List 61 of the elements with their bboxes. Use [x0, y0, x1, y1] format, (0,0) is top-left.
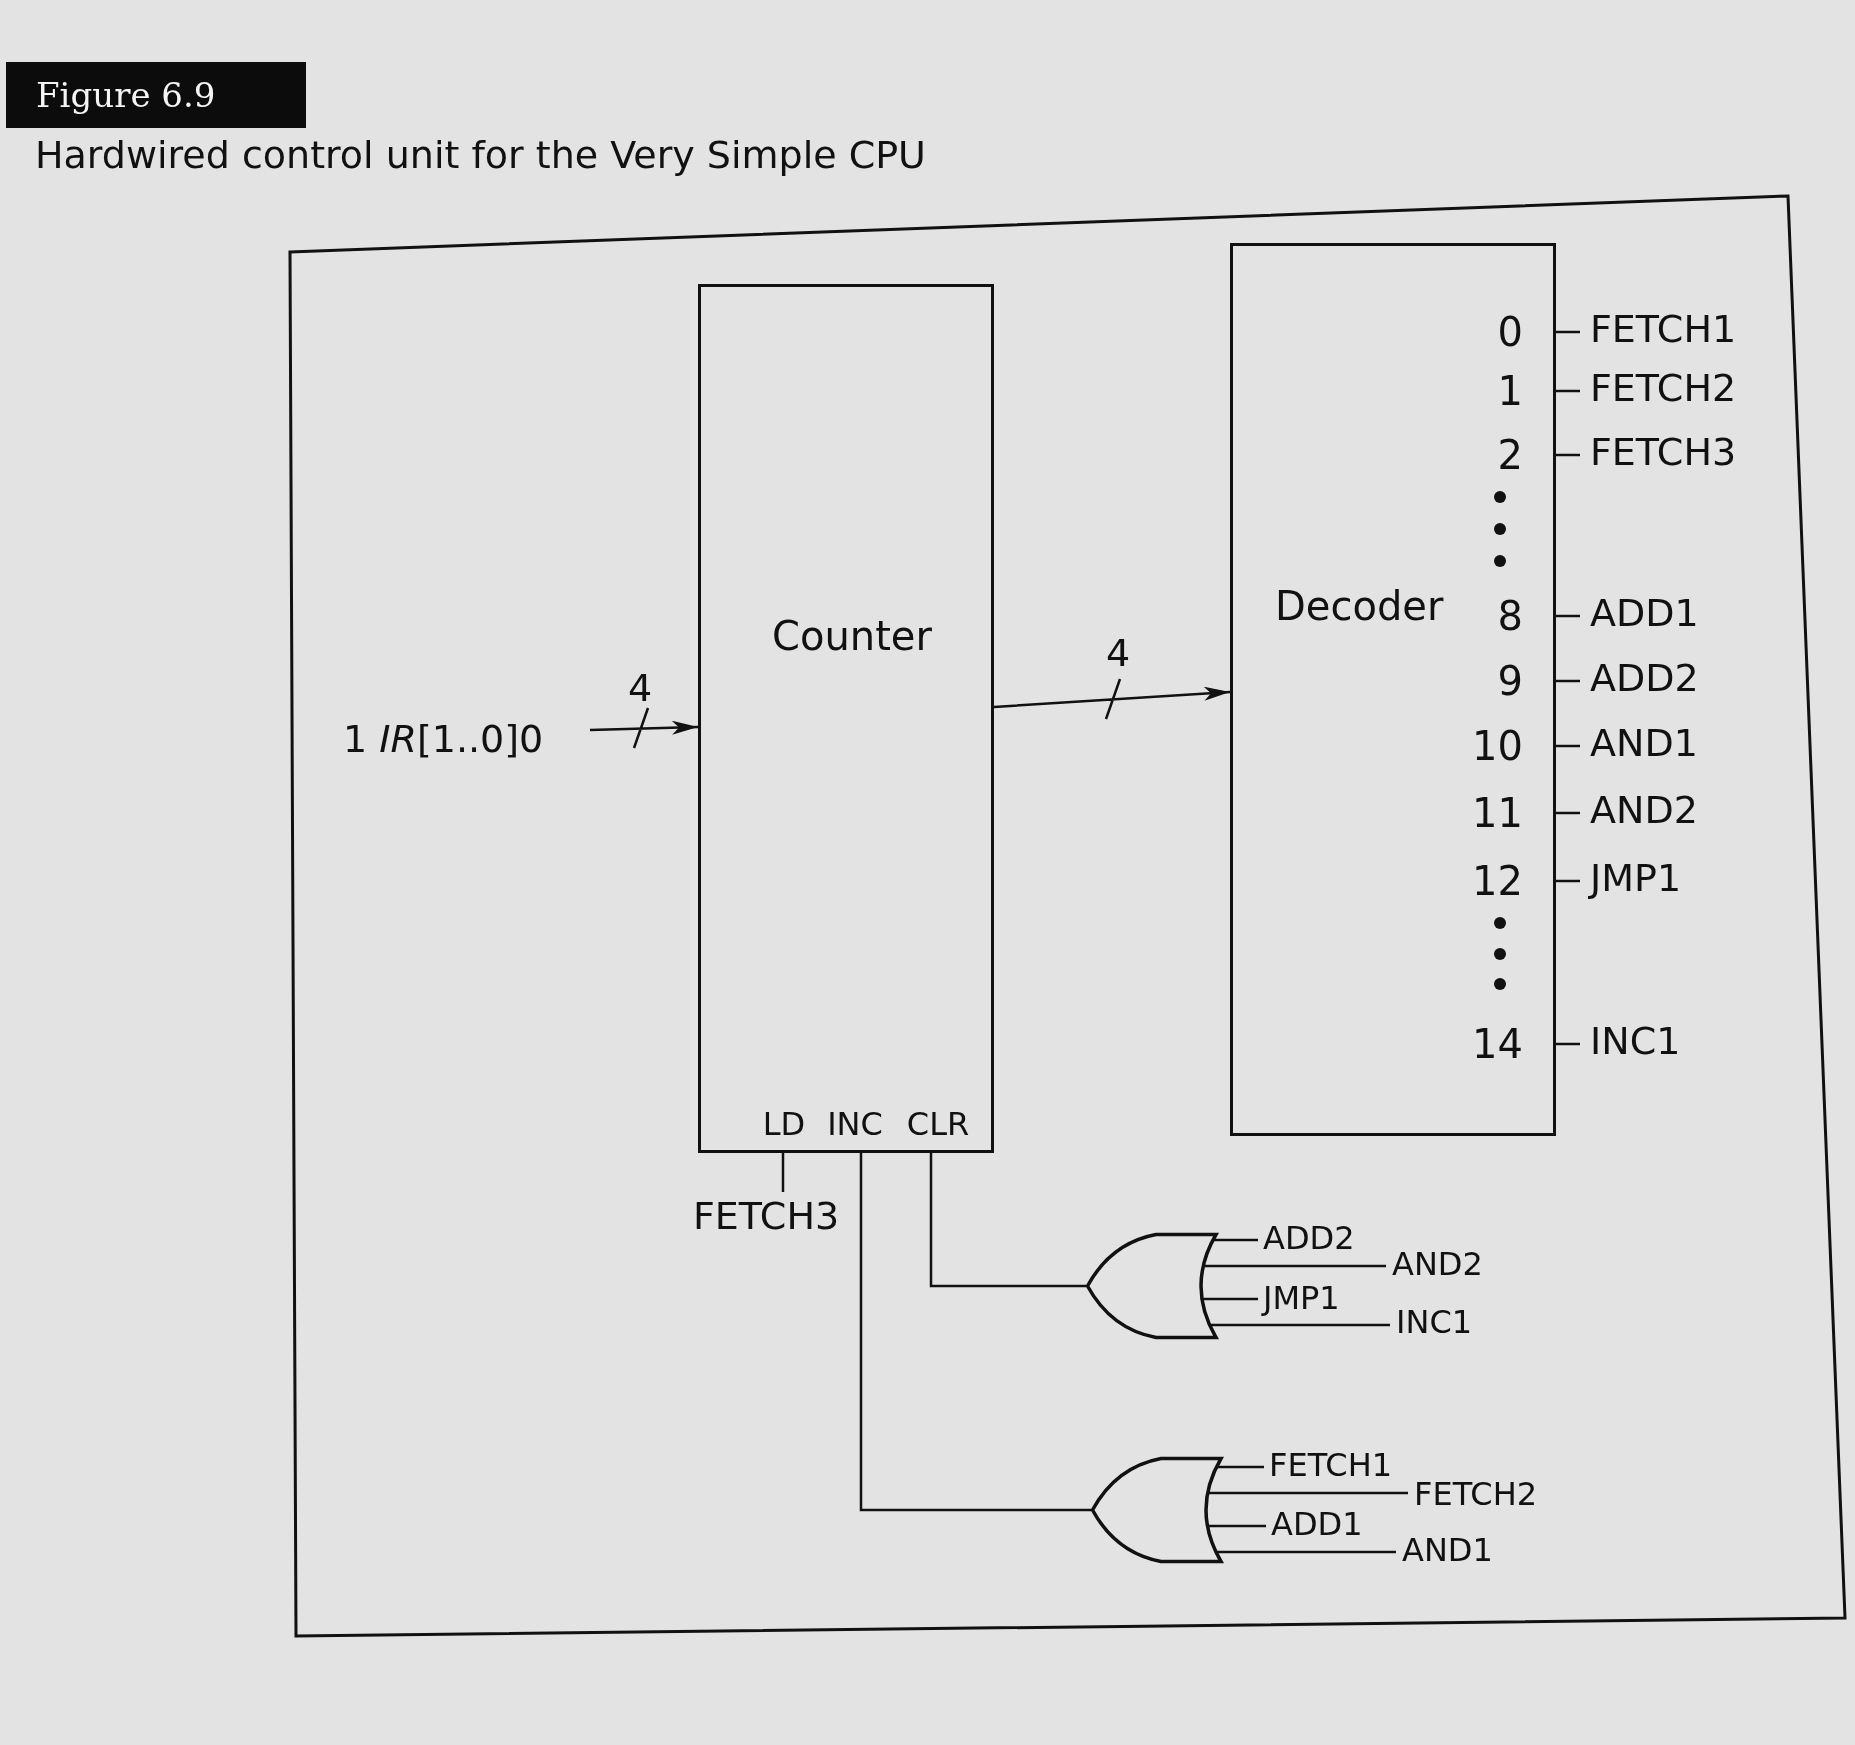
wire	[1556, 389, 1580, 393]
signal-label: AND1	[1402, 1534, 1493, 1566]
wire	[1207, 1491, 1408, 1495]
wire	[1556, 679, 1580, 683]
wire	[1556, 330, 1580, 334]
signal-label: ADD1	[1590, 594, 1699, 632]
signal-label: INC1	[1396, 1306, 1473, 1338]
wire	[1556, 879, 1580, 883]
block-label: Counter	[772, 616, 932, 656]
signal-label: 1 IR[1..0]0	[343, 720, 544, 758]
output-number: 12	[1472, 861, 1523, 901]
port-label: LD	[762, 1108, 806, 1140]
bus-arrow	[992, 677, 1232, 721]
wire	[1556, 453, 1580, 457]
signal-label: FETCH1	[1590, 310, 1737, 348]
wire	[1203, 1264, 1386, 1268]
wire	[1216, 1465, 1264, 1469]
figure-tag: Figure 6.9	[6, 62, 306, 128]
signal-label: ADD2	[1590, 659, 1699, 697]
wire	[1212, 1238, 1258, 1242]
wire	[859, 1153, 1091, 1512]
wire	[929, 1153, 1086, 1288]
signal-label: INC1	[1590, 1022, 1681, 1060]
port-label: CLR	[906, 1108, 970, 1140]
signal-label: AND2	[1590, 791, 1698, 829]
wire	[1207, 1524, 1266, 1528]
wire	[1556, 614, 1580, 618]
output-number: 9	[1497, 661, 1523, 701]
output-number: 10	[1472, 726, 1523, 766]
block-label: Decoder	[1275, 586, 1444, 626]
signal-label: ADD2	[1263, 1222, 1355, 1254]
signal-label: AND2	[1392, 1248, 1483, 1280]
output-number: 1	[1497, 371, 1523, 411]
wire	[1556, 744, 1580, 748]
figure-caption: Hardwired control unit for the Very Simple CPU	[35, 136, 926, 174]
wire	[1209, 1323, 1390, 1327]
output-number: 0	[1497, 312, 1523, 352]
signal-label: JMP1	[1590, 859, 1682, 897]
decoder-box	[1230, 243, 1556, 1136]
output-number: 8	[1497, 596, 1523, 636]
output-number: 2	[1497, 435, 1523, 475]
edge-label: 4	[1105, 634, 1131, 672]
signal-label: AND1	[1590, 724, 1698, 762]
signal-label: ADD1	[1271, 1508, 1363, 1540]
wire	[1216, 1550, 1396, 1554]
counter-box	[698, 284, 994, 1153]
wire	[781, 1153, 785, 1192]
signal-label: JMP1	[1263, 1282, 1340, 1314]
signal-label: FETCH3	[693, 1197, 840, 1235]
output-number: 14	[1472, 1024, 1523, 1064]
wire	[1556, 1042, 1580, 1046]
port-label: INC	[827, 1108, 883, 1140]
output-number: 11	[1472, 793, 1523, 833]
wire	[1556, 811, 1580, 815]
signal-label: FETCH3	[1590, 433, 1737, 471]
signal-label: FETCH2	[1414, 1478, 1538, 1510]
signal-label: FETCH2	[1590, 369, 1737, 407]
edge-label: 4	[627, 669, 653, 707]
bus-arrow	[588, 706, 700, 750]
signal-label: FETCH1	[1269, 1449, 1393, 1481]
wire	[1202, 1297, 1258, 1301]
